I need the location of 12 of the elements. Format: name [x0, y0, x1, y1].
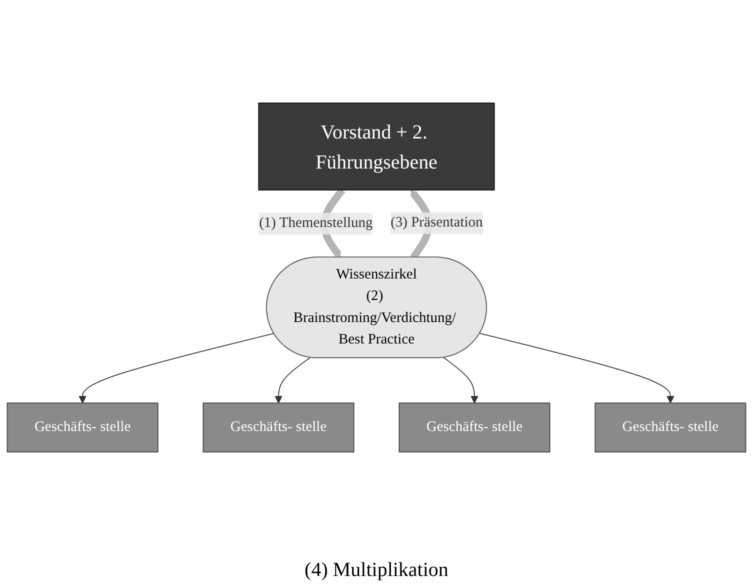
node-box: Geschäfts- stelle: [202, 402, 354, 452]
arrow: [443, 357, 478, 404]
edge-label: (3) Präsentation: [390, 214, 483, 230]
arrow: [480, 332, 674, 404]
node-box: Geschäfts- stelle: [594, 402, 746, 452]
node-box: Geschäfts- stelle: [398, 402, 550, 452]
edge-group-label: (4) Multiplikation: [304, 559, 448, 582]
arrow: [78, 332, 274, 404]
edge-label: (1) Themenstellung: [259, 215, 373, 231]
node-box: Geschäfts- stelle: [6, 402, 158, 452]
arrow: [274, 357, 311, 404]
node-box: Vorstand + 2. Führungsebene: [258, 102, 495, 190]
